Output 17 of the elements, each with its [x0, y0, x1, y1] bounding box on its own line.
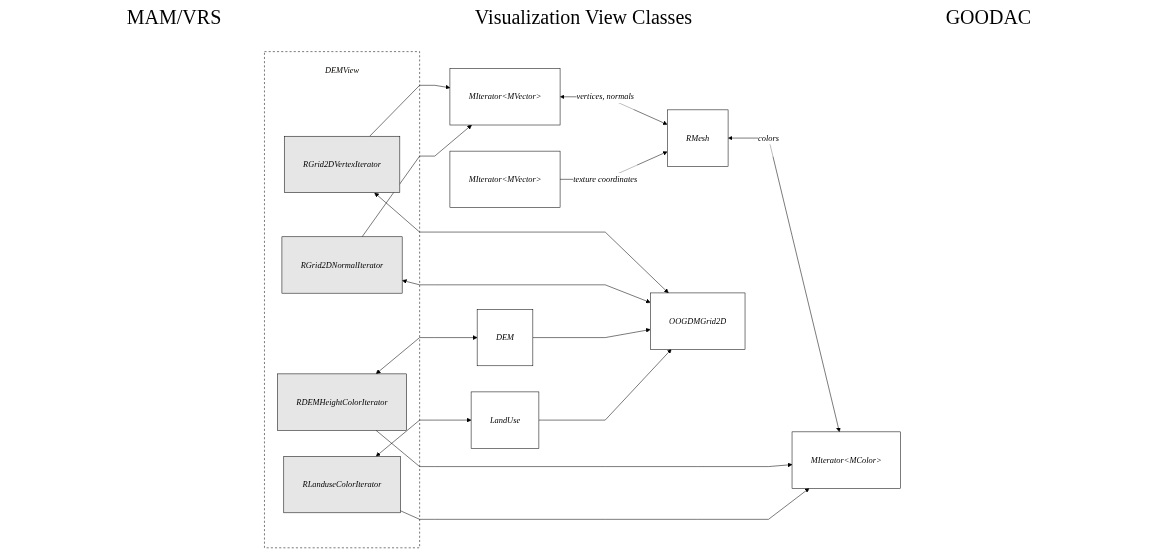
node-box: MIterator<MColor>: [791, 431, 901, 488]
column-heading: MAM/VRS: [126, 5, 222, 29]
node-box: MIterator<MVector>: [449, 67, 561, 125]
node-box: MIterator<MVector>: [449, 150, 561, 208]
edge-label: vertices, normals: [576, 91, 634, 101]
node-box: RDEMHeightColorIterator: [277, 373, 407, 431]
node-box: DEM: [476, 308, 533, 366]
edge-label: texture coordinates: [572, 174, 637, 183]
column-heading: GOODAC: [945, 5, 1032, 29]
node-box: LandUse: [470, 391, 539, 449]
node-box: RGrid2DNormalIterator: [281, 236, 403, 293]
edge-label: colors: [757, 132, 779, 142]
node-box: RGrid2DVertexIterator: [283, 135, 400, 193]
column-heading: Visualization View Classes: [474, 5, 693, 29]
node-box: RMesh: [666, 109, 729, 167]
node-box: OOGDMGrid2D: [649, 292, 745, 350]
node-box: RLanduseColorIterator: [283, 455, 401, 513]
